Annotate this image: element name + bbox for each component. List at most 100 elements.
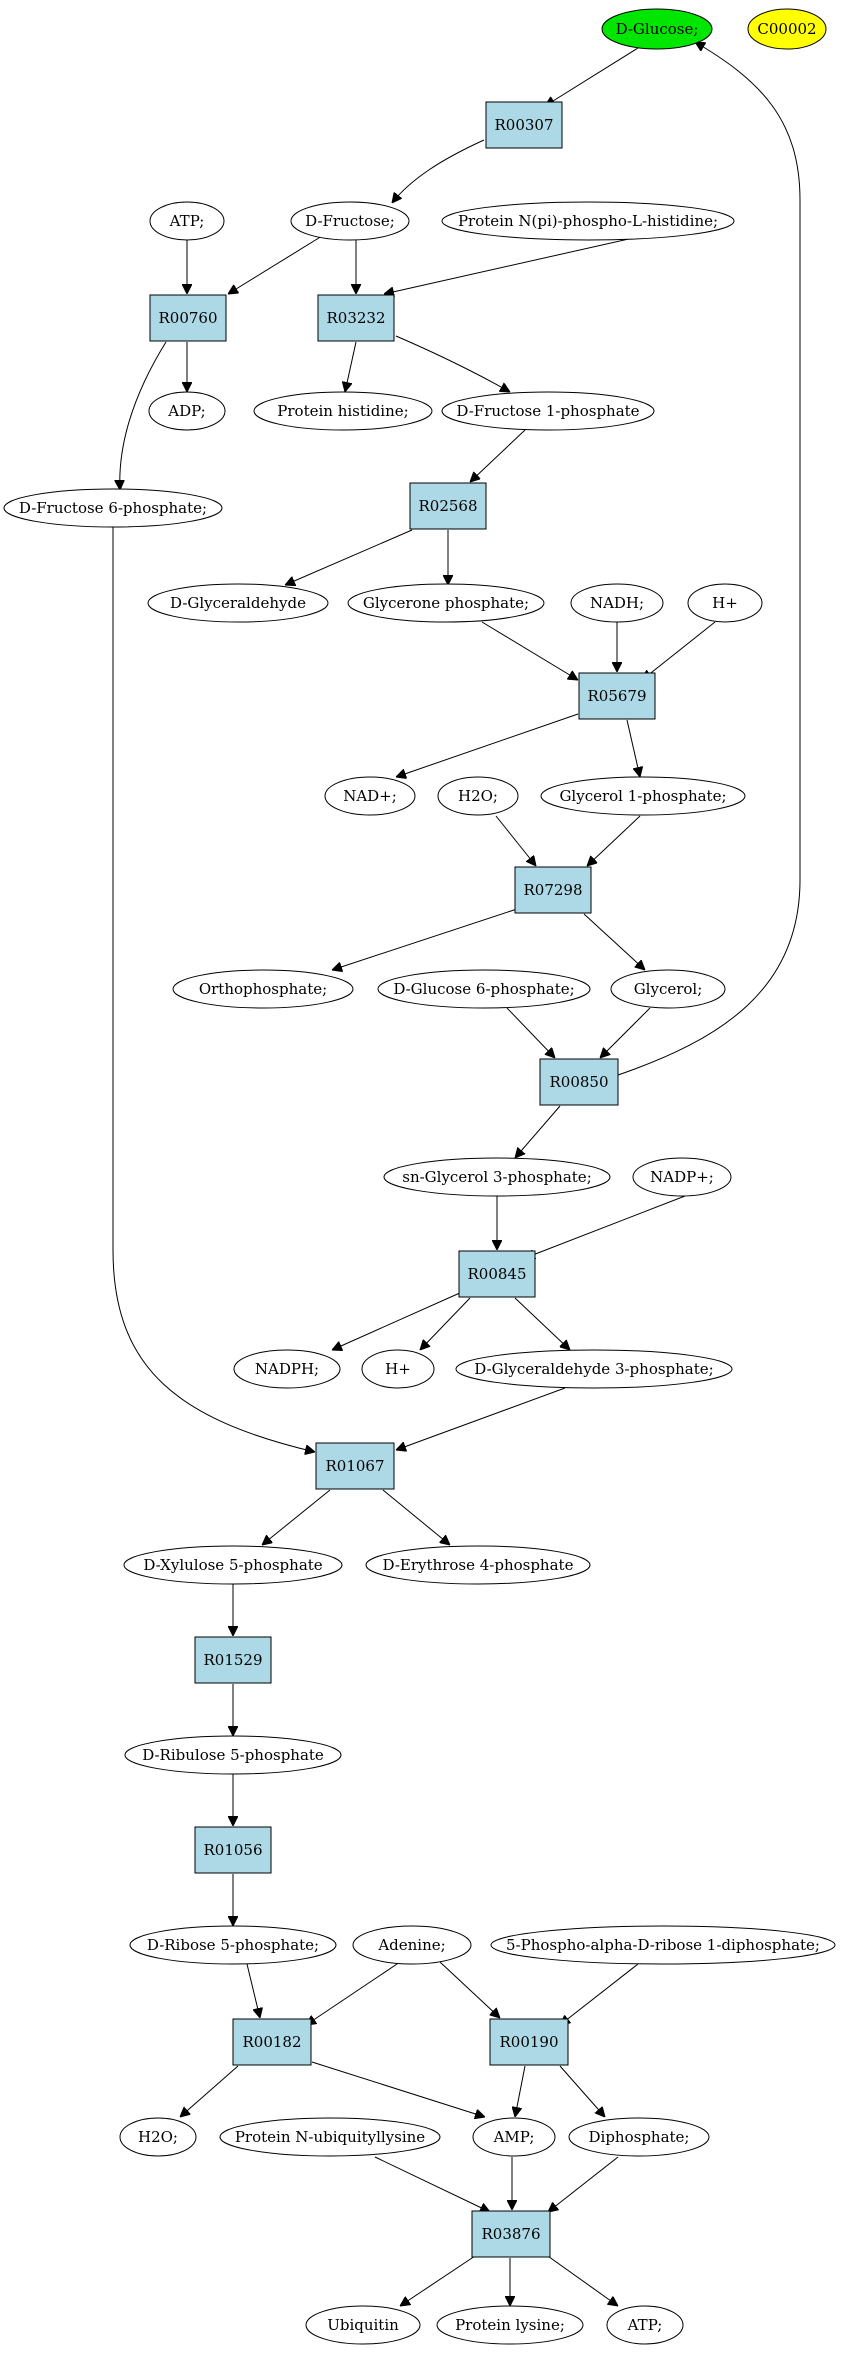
edge-r03876-to-ubiquitin xyxy=(400,2253,479,2306)
edge-histidine-phospho-to-r03232 xyxy=(384,235,643,294)
compound-protein-lysine[interactable]: Protein lysine; xyxy=(436,2305,584,2345)
reaction-r01056[interactable]: R01056 xyxy=(194,1826,272,1874)
compound-diphosphate[interactable]: Diphosphate; xyxy=(568,2117,710,2157)
compound-glycerone-phosphate[interactable]: Glycerone phosphate; xyxy=(347,583,545,623)
compound-glycerol-label: Glycerol; xyxy=(634,980,703,998)
compound-hplus-2-label: H+ xyxy=(385,1360,411,1378)
compound-atp[interactable]: ATP; xyxy=(149,201,225,241)
compound-glycerol[interactable]: Glycerol; xyxy=(610,969,726,1009)
compound-diphosphate-label: Diphosphate; xyxy=(589,2128,690,2146)
compound-d-fructose[interactable]: D-Fructose; xyxy=(290,201,410,241)
compound-amp-label: AMP; xyxy=(493,2128,535,2146)
compound-d-erythrose-4-phosphate[interactable]: D-Erythrose 4-phosphate xyxy=(365,1545,591,1585)
edge-h2o-to-r07298 xyxy=(495,815,536,866)
compound-adenine[interactable]: Adenine; xyxy=(352,1925,472,1965)
compound-hplus-2[interactable]: H+ xyxy=(361,1349,435,1389)
compound-d-ribose-5-phosphate-label: D-Ribose 5-phosphate; xyxy=(147,1936,319,1954)
reaction-r03232[interactable]: R03232 xyxy=(317,294,395,342)
compound-protein-histidine[interactable]: Protein histidine; xyxy=(253,391,433,431)
compound-d-glucose-shape xyxy=(601,8,713,50)
reaction-r05679[interactable]: R05679 xyxy=(578,672,656,720)
reaction-r00182[interactable]: R00182 xyxy=(232,2018,312,2066)
compound-d-glucose-6-phosphate[interactable]: D-Glucose 6-phosphate; xyxy=(377,969,591,1009)
reaction-r01056-label: R01056 xyxy=(203,1841,262,1859)
compound-nadh[interactable]: NADH; xyxy=(570,583,664,623)
compound-nadp[interactable]: NADP+; xyxy=(632,1157,732,1197)
edge-r03876-to-atp xyxy=(544,2253,618,2306)
compound-orthophosphate-label: Orthophosphate; xyxy=(199,980,327,998)
compound-d-glucose[interactable]: D-Glucose; xyxy=(601,8,713,50)
edge-r03232-to-d-fructose-1-phosphate xyxy=(395,335,510,392)
edge-r00760-to-d-fructose-6-phosphate xyxy=(120,341,167,490)
reaction-r05679-label: R05679 xyxy=(587,687,646,705)
compound-protein-lysine-label: Protein lysine; xyxy=(455,2316,565,2334)
compound-orthophosphate[interactable]: Orthophosphate; xyxy=(172,969,354,1009)
compound-protein-n-ubiquityllysine[interactable]: Protein N-ubiquityllysine xyxy=(219,2117,441,2157)
compound-d-glyceraldehyde-3-phosphate-label: D-Glyceraldehyde 3-phosphate; xyxy=(474,1360,713,1378)
reaction-r01067[interactable]: R01067 xyxy=(315,1442,395,1490)
compound-d-glucose-6-phosphate-label: D-Glucose 6-phosphate; xyxy=(393,980,574,998)
edge-r05679-to-nad xyxy=(396,713,579,777)
compound-d-ribulose-5-phosphate[interactable]: D-Ribulose 5-phosphate xyxy=(124,1735,342,1775)
compound-protein-n-ubiquityllysine-label: Protein N-ubiquityllysine xyxy=(235,2128,425,2146)
edge-r07298-to-glycerol xyxy=(583,913,645,970)
compound-adp[interactable]: ADP; xyxy=(148,391,226,431)
compound-glycerone-phosphate-label: Glycerone phosphate; xyxy=(363,594,529,612)
reaction-r00760[interactable]: R00760 xyxy=(149,294,227,342)
compound-atp-label: ATP; xyxy=(169,212,205,230)
reaction-r02568[interactable]: R02568 xyxy=(409,482,487,530)
compound-d-xylulose-5-phosphate[interactable]: D-Xylulose 5-phosphate xyxy=(123,1545,343,1585)
compound-d-fructose-6-phosphate[interactable]: D-Fructose 6-phosphate; xyxy=(3,488,223,528)
compound-d-glyceraldehyde[interactable]: D-Glyceraldehyde xyxy=(147,583,329,623)
compound-hplus-1[interactable]: H+ xyxy=(687,583,763,623)
compound-protein-n-pi-phospho-l-histidine-label: Protein N(pi)-phospho-L-histidine; xyxy=(458,212,718,230)
reaction-r00845[interactable]: R00845 xyxy=(458,1250,536,1298)
compound-d-ribose-5-phosphate[interactable]: D-Ribose 5-phosphate; xyxy=(129,1925,337,1965)
compound-glycerol-1-phosphate[interactable]: Glycerol 1-phosphate; xyxy=(540,776,746,816)
compound-adenine-label: Adenine; xyxy=(377,1936,445,1954)
edge-r01067-to-d-xylulose-5-phosphate xyxy=(262,1489,331,1545)
compound-nad[interactable]: NAD+; xyxy=(324,776,416,816)
edge-d-fructose-6-phosphate-to-r01067 xyxy=(112,527,315,1452)
compound-h2o-2[interactable]: H2O; xyxy=(119,2117,197,2157)
compound-nadp-label: NADP+; xyxy=(650,1168,714,1186)
reaction-r02568-label: R02568 xyxy=(418,497,477,515)
compound-c00002-label: C00002 xyxy=(757,20,816,38)
compound-5-phospho-alpha-d-ribose-1-diphosphate[interactable]: 5-Phospho-alpha-D-ribose 1-diphosphate; xyxy=(490,1925,836,1965)
edge-d-fructose-1-phosphate-to-r02568 xyxy=(470,429,526,482)
compound-h2o-1[interactable]: H2O; xyxy=(437,776,519,816)
edge-r00190-to-diphosphate xyxy=(559,2065,605,2117)
edge-d-glucose-to-r00307 xyxy=(545,47,639,106)
reaction-r07298[interactable]: R07298 xyxy=(514,866,592,914)
compound-hplus-1-label: H+ xyxy=(712,594,738,612)
compound-nad-label: NAD+; xyxy=(343,787,397,805)
compound-d-fructose-1-phosphate[interactable]: D-Fructose 1-phosphate xyxy=(441,391,655,431)
edge-glycerol-1-phosphate-to-r07298 xyxy=(587,815,641,866)
edge-nadp-to-r00845 xyxy=(525,1195,686,1258)
compound-nadph[interactable]: NADPH; xyxy=(233,1349,341,1389)
compound-atp-2-label: ATP; xyxy=(627,2316,663,2334)
compound-sn-glycerol-3-phosphate[interactable]: sn-Glycerol 3-phosphate; xyxy=(383,1157,611,1197)
compound-atp-2[interactable]: ATP; xyxy=(606,2305,684,2345)
compound-d-fructose-1-phosphate-label: D-Fructose 1-phosphate xyxy=(456,402,639,420)
reaction-r01529-label: R01529 xyxy=(203,1651,262,1669)
reaction-r01529[interactable]: R01529 xyxy=(194,1636,272,1684)
edge-glycerol-to-r00850 xyxy=(600,1007,651,1058)
compound-d-glyceraldehyde-3-phosphate[interactable]: D-Glyceraldehyde 3-phosphate; xyxy=(455,1349,733,1389)
compound-d-fructose-label: D-Fructose; xyxy=(305,212,395,230)
edge-d-fructose-to-r00760 xyxy=(228,235,323,294)
edge-prpp-to-r00190 xyxy=(560,1963,639,2025)
compound-amp[interactable]: AMP; xyxy=(472,2117,556,2157)
edge-protein-n-ubiquityllysine-to-r03876 xyxy=(374,2156,490,2212)
reaction-r00190[interactable]: R00190 xyxy=(489,2018,569,2066)
edge-r00850-to-d-glucose xyxy=(617,42,801,1076)
compound-nadh-label: NADH; xyxy=(590,594,644,612)
reaction-r03876[interactable]: R03876 xyxy=(471,2210,551,2258)
reaction-r00307[interactable]: R00307 xyxy=(485,101,563,149)
compound-ubiquitin[interactable]: Ubiquitin xyxy=(305,2305,421,2345)
reaction-r00850[interactable]: R00850 xyxy=(539,1058,619,1106)
compound-c00002[interactable]: C00002 xyxy=(747,8,827,50)
compound-protein-n-pi-phospho-l-histidine[interactable]: Protein N(pi)-phospho-L-histidine; xyxy=(441,201,735,241)
edge-r00307-to-d-fructose xyxy=(392,139,485,203)
edge-r00182-to-amp xyxy=(311,2061,485,2117)
